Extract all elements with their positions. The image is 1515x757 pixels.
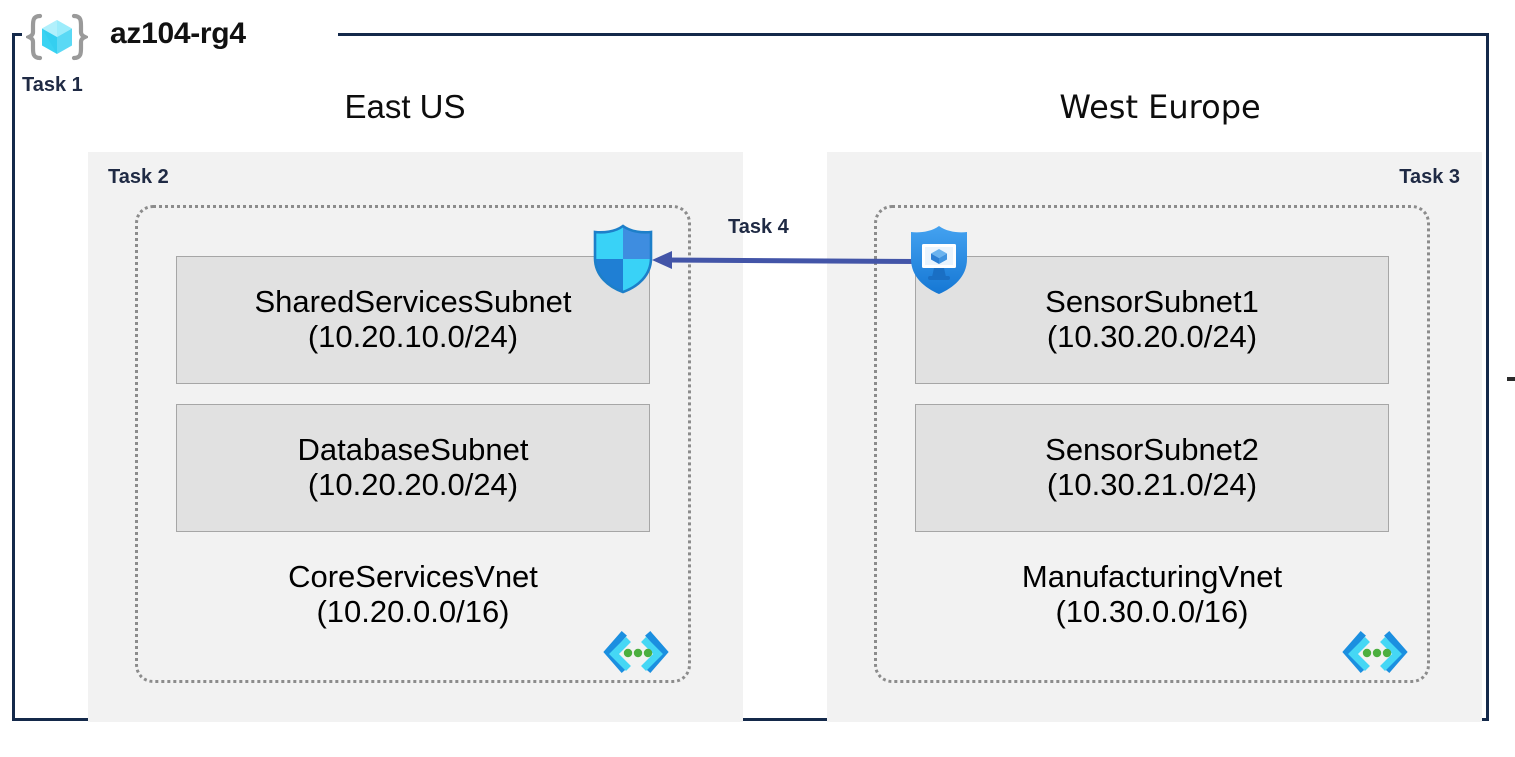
vnet-name: CoreServicesVnet xyxy=(288,559,538,594)
vnet-cidr: (10.20.0.0/16) xyxy=(316,593,510,629)
vnet-cidr: (10.30.0.0/16) xyxy=(1055,593,1249,629)
virtual-network-icon xyxy=(1341,630,1409,674)
resource-group-title-notch xyxy=(22,14,338,56)
vnet-name: ManufacturingVnet xyxy=(1021,559,1283,594)
task-2-label: Task 2 xyxy=(108,166,169,188)
subnet-cidr: (10.20.10.0/24) xyxy=(307,319,519,354)
subnet-sharedservicessubnet: SharedServicesSubnet (10.20.10.0/24) xyxy=(176,256,650,384)
subnet-name: DatabaseSubnet xyxy=(297,432,529,468)
subnet-databasesubnet: DatabaseSubnet (10.20.20.0/24) xyxy=(176,404,650,532)
region-title-west-europe: West Europe xyxy=(1059,88,1261,126)
peering-arrow-icon xyxy=(650,240,920,280)
azure-firewall-shield-icon xyxy=(591,224,655,294)
vnet-coreservicesvnet: SharedServicesSubnet (10.20.10.0/24) Dat… xyxy=(135,205,691,683)
edge-artifact xyxy=(1507,377,1515,381)
subnet-name: SharedServicesSubnet xyxy=(254,284,572,320)
network-security-group-shield-icon xyxy=(906,224,972,296)
subnet-sensorsubnet2: SensorSubnet2 (10.30.21.0/24) xyxy=(915,404,1389,532)
task-4-label: Task 4 xyxy=(728,216,789,238)
task-3-label: Task 3 xyxy=(1399,166,1460,188)
task-1-label: Task 1 xyxy=(22,74,83,96)
subnet-name: SensorSubnet2 xyxy=(1045,432,1259,468)
subnet-cidr: (10.20.20.0/24) xyxy=(307,467,519,502)
subnet-sensorsubnet1: SensorSubnet1 (10.30.20.0/24) xyxy=(915,256,1389,384)
resource-group-frame xyxy=(12,33,1489,721)
resource-group-name: az104-rg4 xyxy=(110,17,246,50)
region-title-east-us: East US xyxy=(344,88,466,125)
vnet-caption: ManufacturingVnet (10.30.0.0/16) xyxy=(877,559,1427,629)
vnet-manufacturingvnet: SensorSubnet1 (10.30.20.0/24) SensorSubn… xyxy=(874,205,1430,683)
vnet-caption: CoreServicesVnet (10.20.0.0/16) xyxy=(138,559,688,629)
subnet-name: SensorSubnet1 xyxy=(1045,284,1259,320)
resource-group-cube-icon xyxy=(24,12,90,62)
subnet-cidr: (10.30.20.0/24) xyxy=(1046,319,1258,354)
virtual-network-icon xyxy=(602,630,670,674)
subnet-cidr: (10.30.21.0/24) xyxy=(1046,467,1258,502)
